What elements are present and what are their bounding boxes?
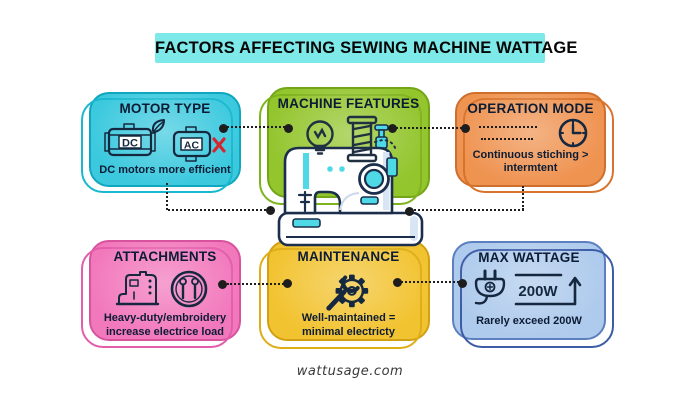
connector-dot <box>461 124 470 133</box>
connector-dot <box>283 279 292 288</box>
website-credit: wattusage.com <box>296 364 404 379</box>
dc-ac-motor-icon: DC AC <box>104 119 226 162</box>
red-cross-icon <box>212 137 226 153</box>
needle-plate <box>292 218 321 228</box>
handwheel <box>358 163 390 195</box>
maintenance-text: Well-maintained = minimal electricty <box>302 312 396 340</box>
max-wattage-icons: 200W <box>465 267 593 311</box>
connector-line <box>168 209 266 211</box>
attachments-text: Heavy-duty/embroidery increase electrice… <box>104 312 226 340</box>
machine-features-title: MACHINE FEATURES <box>277 96 420 111</box>
connector-line <box>522 186 524 210</box>
gear-wrench-icon <box>325 274 368 311</box>
connector-dot <box>458 279 467 288</box>
thread-tail <box>374 139 397 151</box>
connector-line <box>401 281 459 283</box>
up-arrow-icon <box>514 278 577 306</box>
dc-label: DC <box>122 138 138 150</box>
connector-dot <box>218 280 227 289</box>
factor-box-maintenance: MAINTENANCE Well-main <box>267 240 430 341</box>
connector-line <box>396 127 462 129</box>
max-wattage-title: MAX WATTAGE <box>478 250 580 265</box>
operation-mode-line2: intermtent <box>503 162 558 175</box>
maintenance-icons <box>319 266 379 312</box>
motor-type-text: DC motors more efficient <box>99 164 231 176</box>
connector-line <box>166 183 168 210</box>
motor-type-icons: DC AC <box>102 118 228 164</box>
factor-box-operation-mode: OPERATION MODE Continuous stiching > int… <box>455 92 606 187</box>
spool-pin <box>374 124 389 149</box>
dotted-line <box>479 126 537 128</box>
attachments-line1: Heavy-duty/embroidery <box>103 312 227 324</box>
operation-mode-title: OPERATION MODE <box>467 101 594 116</box>
needle-bar <box>297 190 313 213</box>
maintenance-line2: minimal electricty <box>302 325 395 338</box>
sewing-machine-and-tools-icon <box>115 270 208 308</box>
attachments-icons <box>113 266 217 312</box>
connector-dot <box>219 124 228 133</box>
connector-line <box>414 209 524 211</box>
lightbulb-icon <box>306 120 334 155</box>
operation-mode-line1: Continuous stiching > <box>472 148 589 161</box>
sewing-machine-illustration <box>277 115 424 247</box>
maintenance-title: MAINTENANCE <box>297 249 400 264</box>
leaf-icon <box>151 119 165 134</box>
attachments-line2: increase electrice load <box>105 325 224 338</box>
connector-dot <box>393 278 402 287</box>
page-title: FACTORS AFFECTING SEWING MACHINE WATTAGE <box>155 33 577 63</box>
dotted-line <box>481 138 533 140</box>
thread-spool-icon <box>346 115 397 163</box>
factor-box-motor-type: MOTOR TYPE <box>89 92 241 187</box>
operation-mode-text: Continuous stiching > intermtent <box>473 149 589 177</box>
wattage-value: 200W <box>518 283 558 300</box>
connector-dot <box>405 207 414 216</box>
ac-label: AC <box>184 140 200 152</box>
factor-box-max-wattage: MAX WATTAGE 200W Rarely exceed 200W <box>452 241 606 340</box>
motor-type-title: MOTOR TYPE <box>119 101 211 116</box>
clock-icon <box>558 118 588 148</box>
max-wattage-text: Rarely exceed 200W <box>476 315 582 328</box>
connector-line <box>227 126 285 128</box>
connector-dot <box>266 206 275 215</box>
maintenance-line1: Well-maintained = <box>301 312 396 324</box>
operation-mode-icons <box>457 116 604 149</box>
connector-line <box>227 283 284 285</box>
connector-dot <box>388 124 397 133</box>
factor-box-attachments: ATTACHMENTS <box>89 240 241 341</box>
power-plug-icon: 200W <box>474 269 582 306</box>
connector-dot <box>284 124 293 133</box>
attachments-title: ATTACHMENTS <box>113 249 217 264</box>
machine-base <box>277 211 424 247</box>
